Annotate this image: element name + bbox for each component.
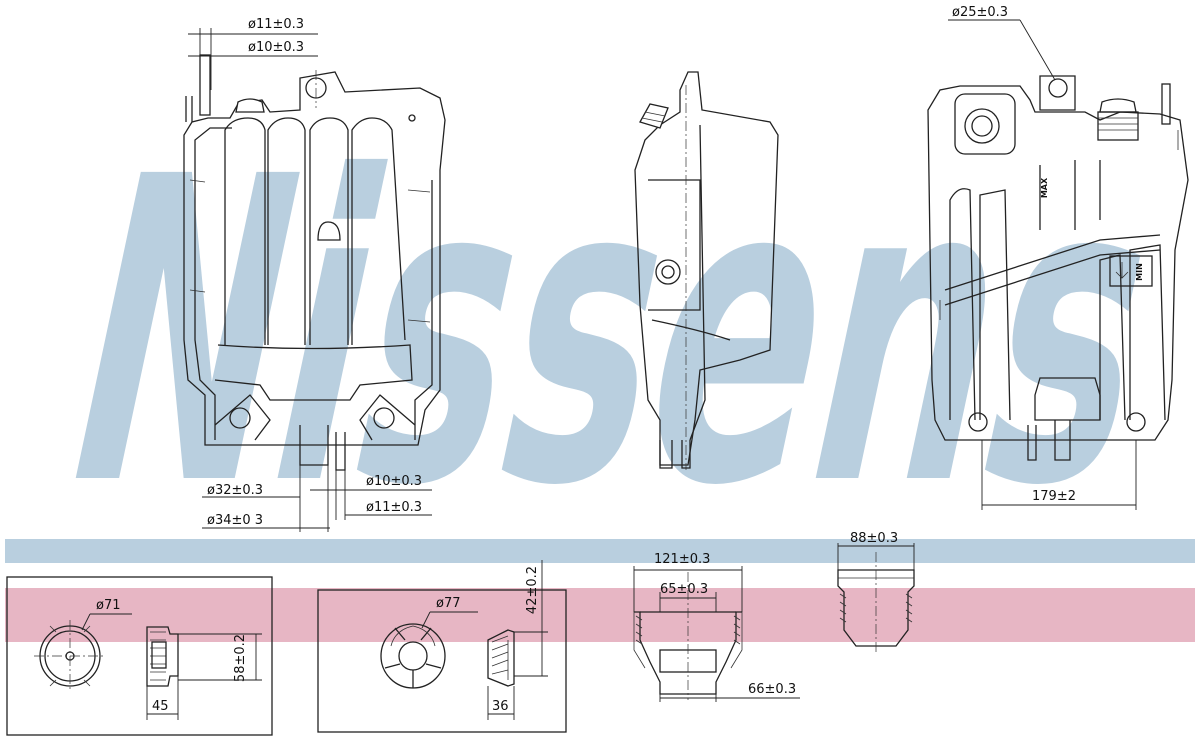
front-view-top-dimensions: ø11±0.3 ø10±0.3 [188,17,318,90]
dim-d10-bottom: ø10±0.3 [366,474,422,489]
cap-71-height: 58±0.2 [233,634,248,682]
pink-band [5,588,1195,642]
neck-section-121: 121±0.3 65±0.3 66±0.3 [633,552,800,702]
dim-179: 179±2 [1032,489,1076,504]
front-view-bottom-dimensions: ø32±0.3 ø34±0 3 ø10±0.3 ø11±0.3 [202,465,432,532]
dim-d10-top: ø10±0.3 [248,40,304,55]
tank-side-view [634,71,779,470]
tank-rear-view: MAX MIN [927,75,1189,461]
cap-71-diameter: ø71 [96,598,121,613]
section-inner-65: 65±0.3 [660,582,708,597]
dim-d11-top: ø11±0.3 [248,17,304,32]
cap-77-panel: ø77 42±0.2 36 [317,560,567,733]
section-outer-121: 121±0.3 [654,552,710,567]
cap-77-height: 42±0.2 [525,566,540,614]
dim-d11-bottom: ø11±0.3 [366,500,422,515]
brand-watermark: Nissens [32,89,1196,578]
dim-d34: ø34±0 3 [207,513,263,528]
dim-d25: ø25±0.3 [952,5,1008,20]
cap-71-width: 45 [152,699,169,714]
tank-front-view [183,54,446,471]
section-bottom-66: 66±0.3 [748,682,796,697]
section-outer-88: 88±0.3 [850,531,898,546]
dim-d32: ø32±0.3 [207,483,263,498]
cap-77-width: 36 [492,699,509,714]
neck-section-88: 88±0.3 [837,531,915,652]
blue-divider-band [5,539,1195,563]
cap-71-panel: ø71 58±0.2 45 [6,576,273,736]
rear-view-dimensions: ø25±0.3 179±2 [948,5,1137,510]
max-level-label: MAX [1040,177,1049,198]
cap-77-diameter: ø77 [436,596,461,611]
min-level-label: MIN [1135,263,1144,281]
